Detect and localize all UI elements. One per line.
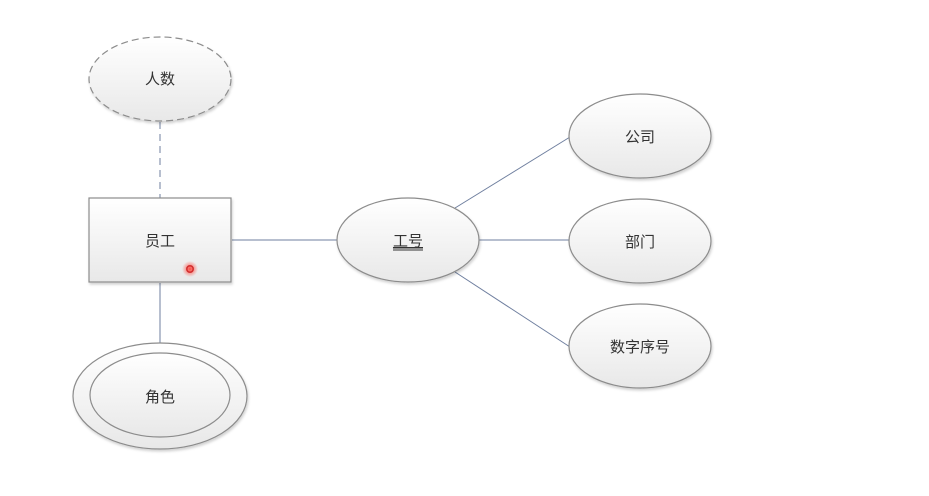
employee-id-label: 工号 — [393, 232, 423, 250]
department-ellipse — [568, 198, 712, 284]
serial-number-ellipse — [568, 303, 712, 389]
attribute-employee-id[interactable]: 工号 — [336, 197, 480, 283]
headcount-ellipse — [88, 36, 232, 122]
employee-label: 员工 — [145, 232, 175, 250]
company-label: 公司 — [625, 128, 655, 146]
serial-number-label: 数字序号 — [610, 338, 670, 356]
connector-employee-id-serial-number — [454, 271, 571, 348]
attribute-company[interactable]: 公司 — [568, 93, 712, 179]
role-label: 角色 — [145, 388, 175, 406]
department-label: 部门 — [625, 233, 655, 251]
entity-employee[interactable]: 员工 — [88, 197, 232, 283]
connector-employee-id-company — [454, 136, 571, 209]
attribute-headcount[interactable]: 人数 — [88, 36, 232, 122]
headcount-label: 人数 — [145, 70, 175, 88]
attribute-serial-number[interactable]: 数字序号 — [568, 303, 712, 389]
employee-rect — [88, 197, 232, 283]
company-ellipse — [568, 93, 712, 179]
attribute-role[interactable]: 角色 — [72, 342, 248, 450]
role-inner-ellipse — [89, 352, 231, 438]
attribute-department[interactable]: 部门 — [568, 198, 712, 284]
employee-id-ellipse — [336, 197, 480, 283]
pointer-cursor-icon — [182, 261, 198, 277]
